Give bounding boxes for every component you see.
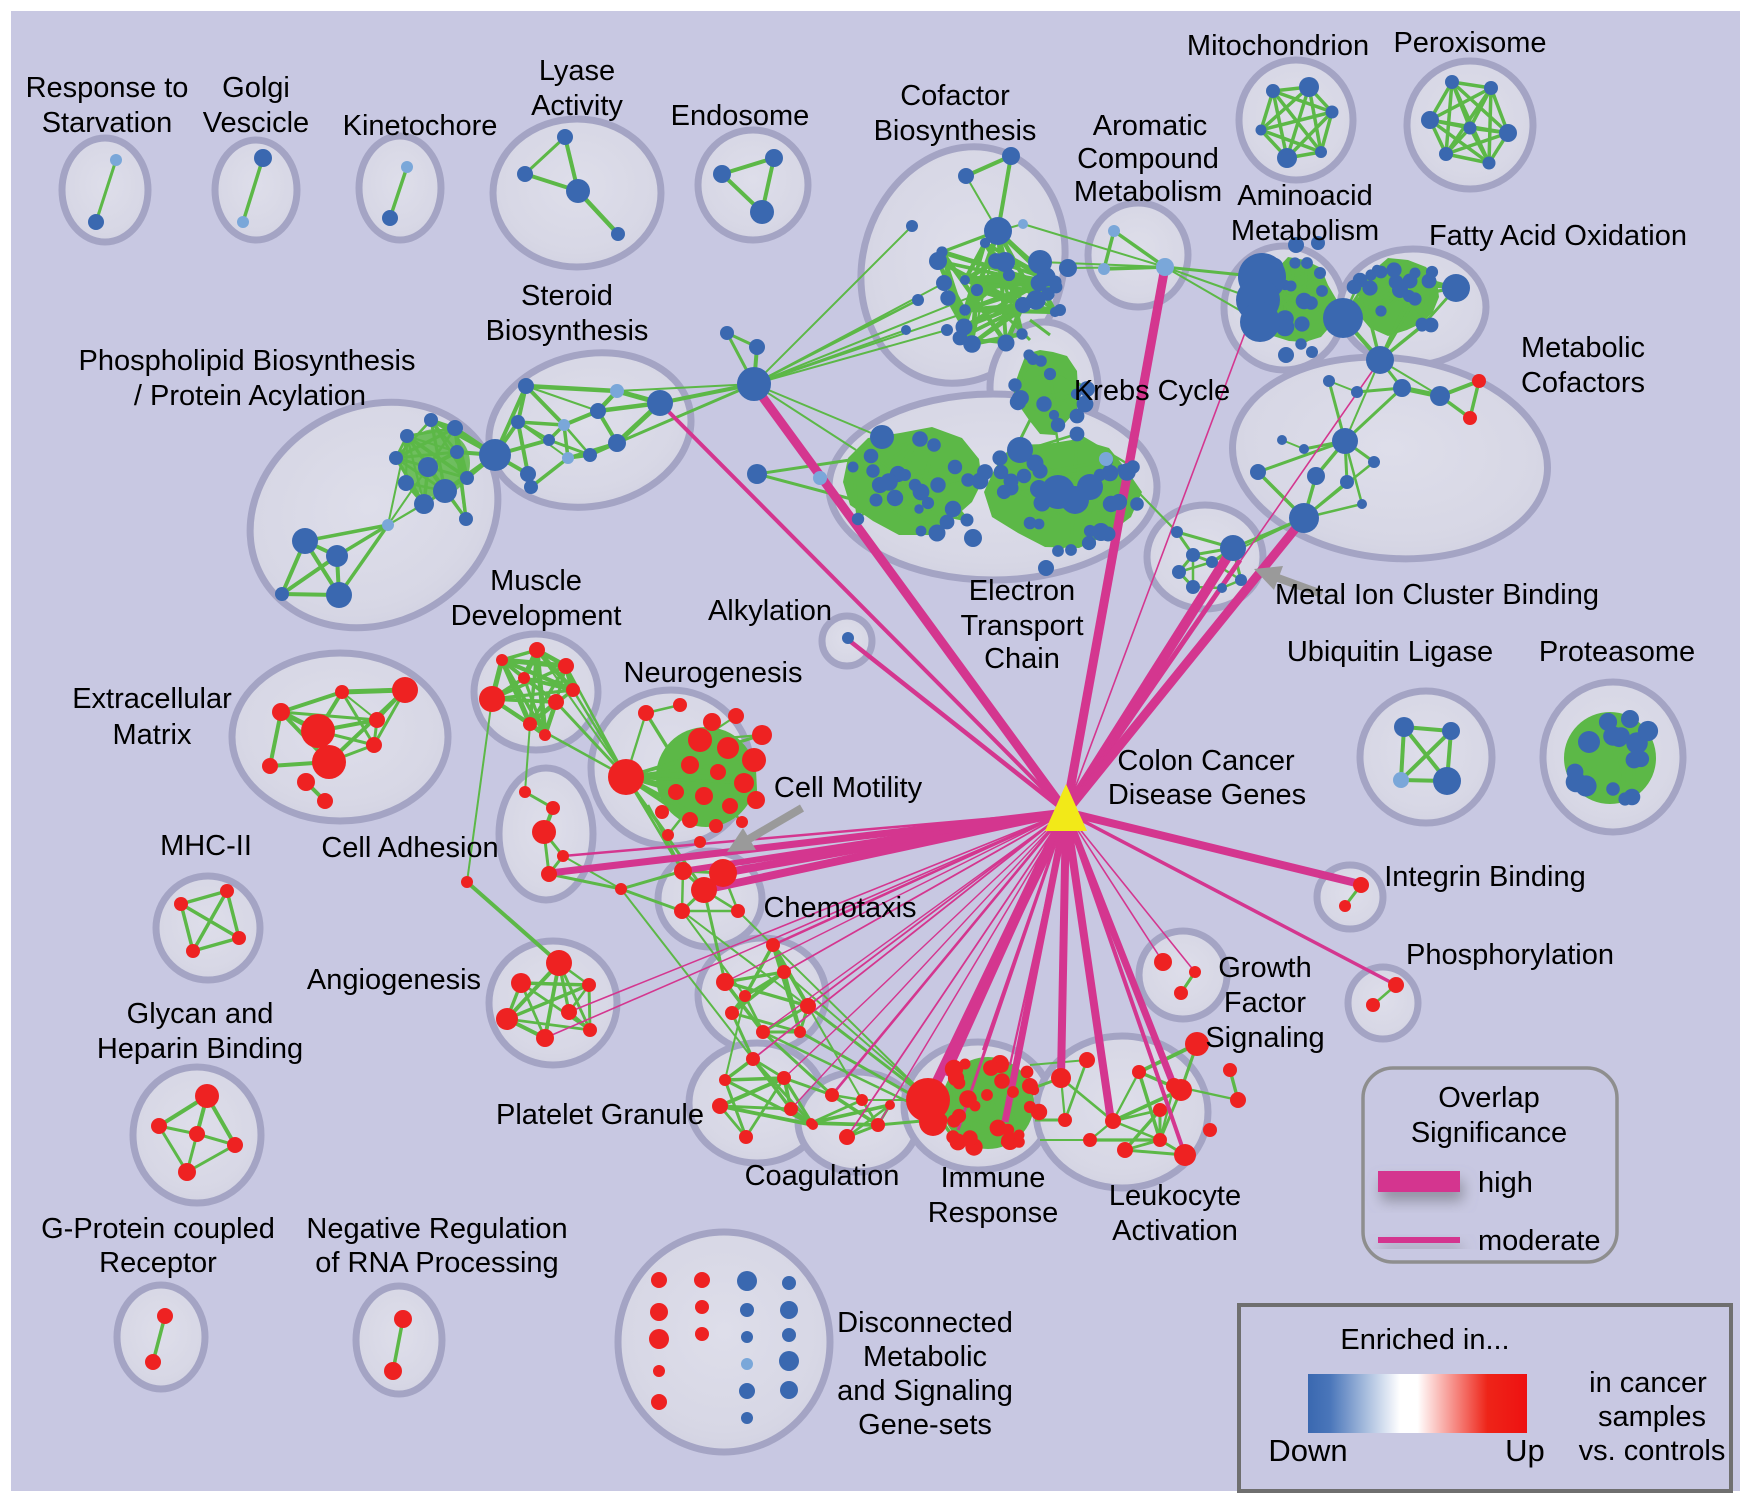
svg-text:Platelet Granule: Platelet Granule xyxy=(496,1099,704,1131)
svg-text:Factor: Factor xyxy=(1224,987,1307,1019)
svg-text:Alkylation: Alkylation xyxy=(708,595,832,627)
svg-text:Gene-sets: Gene-sets xyxy=(858,1409,992,1441)
svg-text:Down: Down xyxy=(1268,1433,1347,1468)
svg-text:Steroid: Steroid xyxy=(521,280,613,312)
svg-text:Aromatic: Aromatic xyxy=(1093,110,1207,142)
svg-text:Biosynthesis: Biosynthesis xyxy=(486,315,649,347)
svg-text:G-Protein coupled: G-Protein coupled xyxy=(41,1213,275,1245)
svg-text:Muscle: Muscle xyxy=(490,565,582,597)
svg-text:Matrix: Matrix xyxy=(113,719,192,751)
svg-text:Signaling: Signaling xyxy=(1205,1022,1324,1054)
svg-text:Phosphorylation: Phosphorylation xyxy=(1406,939,1614,971)
svg-text:Transport: Transport xyxy=(960,610,1083,642)
svg-text:Glycan and: Glycan and xyxy=(127,998,274,1030)
svg-text:Chemotaxis: Chemotaxis xyxy=(763,892,916,924)
svg-text:Peroxisome: Peroxisome xyxy=(1393,27,1546,59)
svg-text:/ Protein Acylation: / Protein Acylation xyxy=(134,380,366,412)
svg-text:Angiogenesis: Angiogenesis xyxy=(307,964,481,996)
svg-text:Significance: Significance xyxy=(1411,1117,1567,1149)
svg-text:Leukocyte: Leukocyte xyxy=(1109,1180,1241,1212)
svg-text:Chain: Chain xyxy=(984,643,1060,675)
svg-text:Phospholipid Biosynthesis: Phospholipid Biosynthesis xyxy=(79,345,416,377)
svg-text:Up: Up xyxy=(1505,1433,1545,1468)
svg-text:Biosynthesis: Biosynthesis xyxy=(874,115,1037,147)
svg-text:Cell Motility: Cell Motility xyxy=(774,772,923,804)
svg-text:Development: Development xyxy=(451,600,622,632)
svg-text:Activity: Activity xyxy=(531,90,623,122)
svg-text:Growth: Growth xyxy=(1218,952,1311,984)
svg-text:moderate: moderate xyxy=(1478,1225,1601,1257)
svg-text:Metabolic: Metabolic xyxy=(1521,332,1645,364)
svg-text:Metabolism: Metabolism xyxy=(1231,215,1379,247)
svg-text:Integrin Binding: Integrin Binding xyxy=(1384,861,1586,893)
svg-text:Heparin Binding: Heparin Binding xyxy=(97,1033,303,1065)
svg-text:Disease Genes: Disease Genes xyxy=(1108,779,1306,811)
svg-text:high: high xyxy=(1478,1167,1533,1199)
svg-text:Metal Ion Cluster Binding: Metal Ion Cluster Binding xyxy=(1275,579,1599,611)
svg-text:Overlap: Overlap xyxy=(1438,1082,1540,1114)
svg-text:vs. controls: vs. controls xyxy=(1579,1435,1726,1467)
svg-text:Colon Cancer: Colon Cancer xyxy=(1117,745,1295,777)
svg-text:MHC-II: MHC-II xyxy=(160,830,252,862)
svg-text:Starvation: Starvation xyxy=(42,107,173,139)
svg-text:Response to: Response to xyxy=(26,72,189,104)
svg-text:Response: Response xyxy=(928,1197,1059,1229)
svg-text:Mitochondrion: Mitochondrion xyxy=(1187,30,1369,62)
svg-text:Electron: Electron xyxy=(969,575,1075,607)
svg-text:in cancer: in cancer xyxy=(1589,1367,1707,1399)
svg-text:Lyase: Lyase xyxy=(539,55,615,87)
svg-text:Compound: Compound xyxy=(1077,143,1219,175)
svg-text:Vescicle: Vescicle xyxy=(203,107,309,139)
svg-text:Neurogenesis: Neurogenesis xyxy=(624,657,803,689)
svg-text:Krebs Cycle: Krebs Cycle xyxy=(1074,375,1230,407)
svg-text:Cofactors: Cofactors xyxy=(1521,367,1645,399)
svg-text:of RNA Processing: of RNA Processing xyxy=(315,1247,558,1279)
svg-text:Kinetochore: Kinetochore xyxy=(343,110,498,142)
svg-text:Metabolism: Metabolism xyxy=(1074,176,1222,208)
svg-text:Metabolic: Metabolic xyxy=(863,1341,987,1373)
svg-text:Fatty Acid Oxidation: Fatty Acid Oxidation xyxy=(1429,220,1687,252)
svg-text:Activation: Activation xyxy=(1112,1215,1238,1247)
svg-text:Receptor: Receptor xyxy=(99,1247,217,1279)
svg-text:Coagulation: Coagulation xyxy=(745,1160,900,1192)
svg-text:Extracellular: Extracellular xyxy=(72,683,232,715)
svg-text:samples: samples xyxy=(1598,1401,1706,1433)
svg-text:Proteasome: Proteasome xyxy=(1539,636,1695,668)
svg-text:and Signaling: and Signaling xyxy=(837,1375,1013,1407)
svg-text:Disconnected: Disconnected xyxy=(837,1307,1013,1339)
svg-text:Cell Adhesion: Cell Adhesion xyxy=(321,832,498,864)
svg-text:Cofactor: Cofactor xyxy=(900,80,1010,112)
svg-text:Golgi: Golgi xyxy=(222,72,290,104)
svg-text:Endosome: Endosome xyxy=(671,100,810,132)
svg-text:Immune: Immune xyxy=(941,1162,1046,1194)
svg-text:Negative Regulation: Negative Regulation xyxy=(306,1213,567,1245)
svg-text:Ubiquitin Ligase: Ubiquitin Ligase xyxy=(1287,636,1493,668)
svg-text:Aminoacid: Aminoacid xyxy=(1237,180,1372,212)
svg-text:Enriched in...: Enriched in... xyxy=(1340,1324,1509,1356)
